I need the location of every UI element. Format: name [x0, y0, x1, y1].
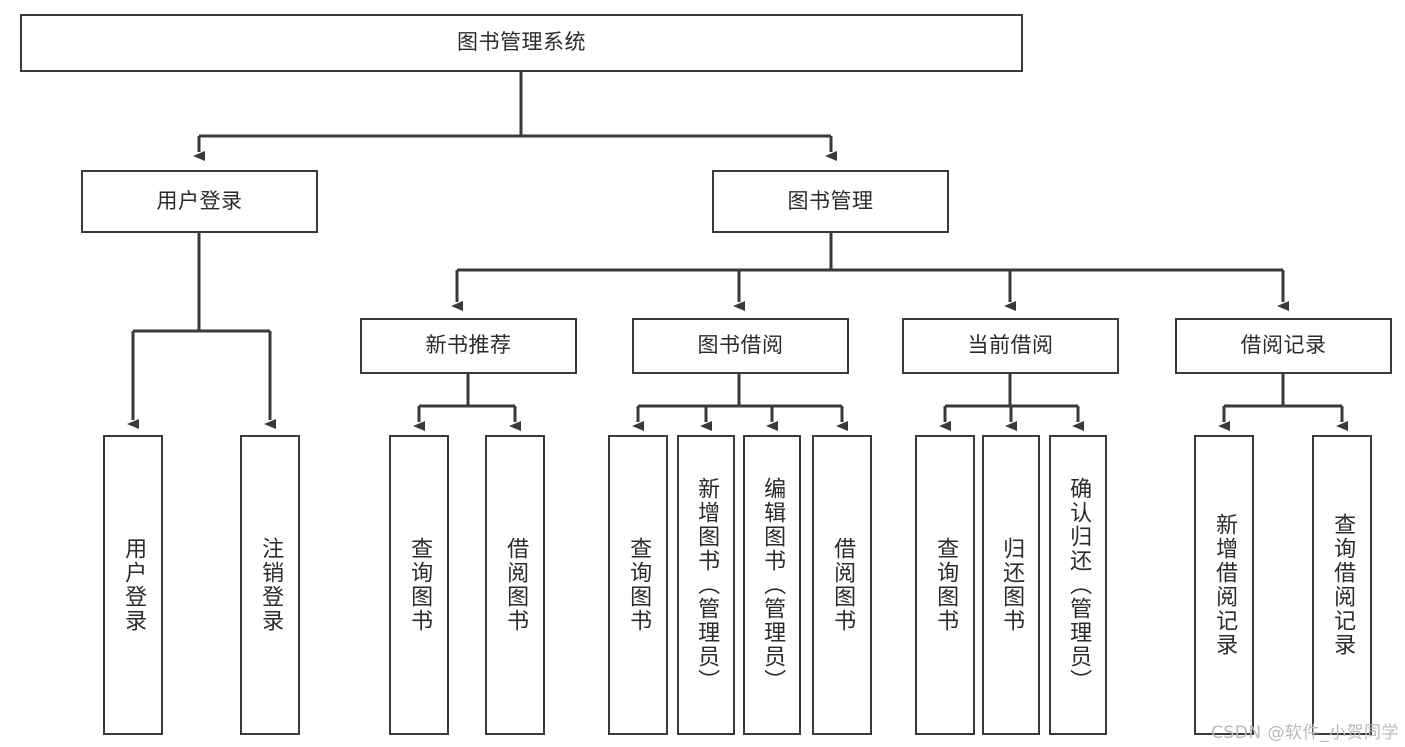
- node-label: 新增借阅记录: [1212, 513, 1238, 657]
- node-label: 新增图书（管理员）: [694, 477, 720, 693]
- node-label: 图书管理: [787, 188, 874, 213]
- leaf-newbook-borrow-book[interactable]: 借阅图书: [485, 435, 545, 735]
- node-label: 编辑图书（管理员）: [760, 477, 786, 693]
- node-label: 新书推荐: [425, 333, 512, 358]
- node-label: 借阅图书: [830, 537, 856, 633]
- leaf-borrow-edit-book-admin[interactable]: 编辑图书（管理员）: [743, 435, 801, 735]
- node-borrow-record[interactable]: 借阅记录: [1175, 318, 1392, 374]
- node-current-borrow[interactable]: 当前借阅: [902, 318, 1119, 374]
- node-label: 图书借阅: [697, 333, 784, 358]
- node-label: 用户登录: [121, 537, 147, 633]
- node-label: 用户登录: [156, 188, 243, 213]
- node-root-book-management-system[interactable]: 图书管理系统: [20, 14, 1023, 72]
- node-label: 确认归还（管理员）: [1066, 477, 1092, 693]
- node-label: 查询借阅记录: [1330, 513, 1356, 657]
- node-label: 图书管理系统: [457, 30, 586, 55]
- node-book-borrow[interactable]: 图书借阅: [632, 318, 849, 374]
- leaf-borrow-query-book[interactable]: 查询图书: [608, 435, 668, 735]
- csdn-watermark: CSDN @软件_小贺同学: [1211, 723, 1399, 743]
- node-label: 注销登录: [258, 537, 284, 633]
- leaf-user-login[interactable]: 用户登录: [103, 435, 163, 735]
- node-label: 查询图书: [933, 537, 959, 633]
- node-label: 归还图书: [999, 537, 1025, 633]
- node-label: 查询图书: [407, 537, 433, 633]
- leaf-current-return-book[interactable]: 归还图书: [982, 435, 1040, 735]
- leaf-current-confirm-return-admin[interactable]: 确认归还（管理员）: [1049, 435, 1107, 735]
- node-label: 借阅记录: [1240, 333, 1327, 358]
- leaf-borrow-borrow-book[interactable]: 借阅图书: [812, 435, 872, 735]
- node-user-login[interactable]: 用户登录: [81, 170, 318, 233]
- node-label: 查询图书: [626, 537, 652, 633]
- leaf-current-query-book[interactable]: 查询图书: [915, 435, 975, 735]
- leaf-newbook-query-book[interactable]: 查询图书: [389, 435, 449, 735]
- leaf-record-query-record[interactable]: 查询借阅记录: [1312, 435, 1372, 735]
- node-label: 当前借阅: [967, 333, 1054, 358]
- node-book-management[interactable]: 图书管理: [712, 170, 949, 233]
- leaf-logout[interactable]: 注销登录: [240, 435, 300, 735]
- node-new-book-recommend[interactable]: 新书推荐: [360, 318, 577, 374]
- node-label: 借阅图书: [503, 537, 529, 633]
- leaf-record-add-record[interactable]: 新增借阅记录: [1194, 435, 1254, 735]
- leaf-borrow-add-book-admin[interactable]: 新增图书（管理员）: [677, 435, 735, 735]
